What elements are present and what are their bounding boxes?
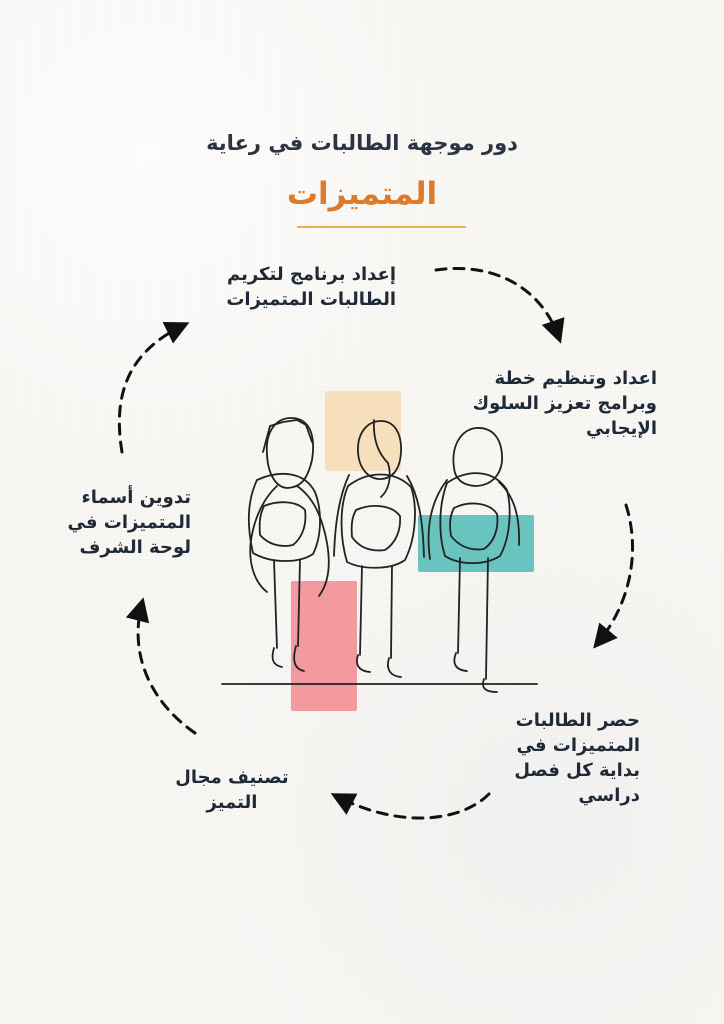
- step-text-line: الإيجابي: [585, 418, 657, 439]
- page-highlight-title: المتميزات: [286, 176, 438, 212]
- dashed-arrow-icon: [593, 503, 635, 649]
- step-text-line: إعداد برنامج لتكريم: [226, 264, 396, 285]
- step-text-line: لوحة الشرف: [79, 537, 191, 558]
- step-count-outstanding-students: حصر الطالبات المتميزات في بداية كل فصل د…: [505, 708, 640, 808]
- step-text-line: تصنيف مجال: [175, 767, 289, 788]
- step-classify-excellence: تصنيف مجال التميز: [172, 765, 292, 815]
- dashed-arrow-icon: [434, 267, 565, 344]
- title-underline: [297, 226, 466, 228]
- step-text-line: المتميزات في: [516, 735, 640, 756]
- step-honoring-program: إعداد برنامج لتكريم الطالبات المتميزات: [210, 262, 396, 312]
- step-text-line: دراسي: [578, 785, 640, 806]
- step-behavior-plan: اعداد وتنظيم خطة وبرامج تعزيز السلوك الإ…: [467, 366, 657, 441]
- step-text-line: التميز: [206, 792, 258, 813]
- dashed-arrow-icon: [125, 597, 197, 735]
- pink-accent-block: [291, 581, 357, 711]
- step-text-line: حصر الطالبات: [515, 710, 640, 731]
- page-title: دور موجهة الطالبات في رعاية: [206, 131, 518, 155]
- step-honor-board: تدوين أسماء المتميزات في لوحة الشرف: [65, 485, 191, 560]
- dashed-arrow-icon: [117, 322, 190, 454]
- step-text-line: الطالبات المتميزات: [226, 289, 396, 310]
- step-text-line: وبرامج تعزيز السلوك: [472, 393, 657, 414]
- step-text-line: بداية كل فصل: [514, 760, 640, 781]
- step-text-line: تدوين أسماء: [81, 487, 191, 508]
- step-text-line: اعداد وتنظيم خطة: [494, 368, 657, 389]
- step-text-line: المتميزات في: [67, 512, 191, 533]
